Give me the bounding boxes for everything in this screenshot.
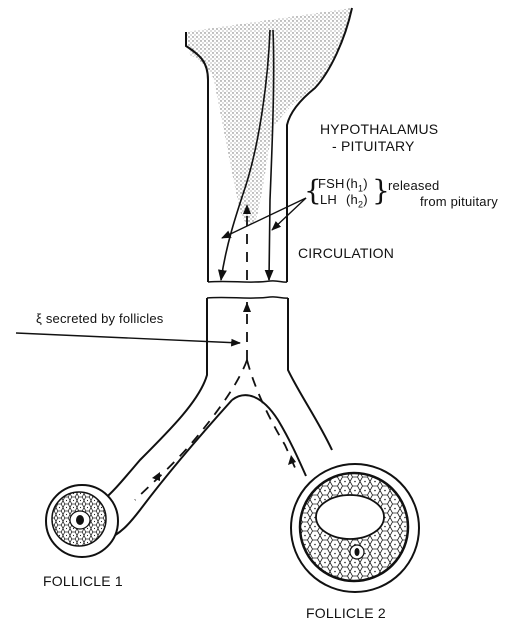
xi-arrowhead-lower	[243, 302, 251, 312]
label-released: released	[388, 179, 439, 193]
label-xi-secreted: ξ secreted by follicles	[36, 312, 163, 326]
stalk-left-wall	[186, 32, 208, 282]
label-circulation: CIRCULATION	[298, 246, 394, 260]
label-follicle-2: FOLLICLE 2	[306, 606, 386, 620]
hormone-label-group: { FSH LH (h1) (h2) } released from pitui…	[302, 174, 529, 214]
vessel-left-inner	[105, 400, 232, 540]
follicle-1	[46, 485, 118, 557]
xi-dashed-branch-left	[135, 360, 247, 500]
label-hypothalamus: HYPOTHALAMUS	[320, 122, 438, 136]
label-lh: LH	[320, 193, 337, 207]
xi-arrow-right-branch	[288, 455, 296, 465]
follicle-2	[291, 464, 419, 592]
lh-pointer	[272, 198, 306, 230]
vessel-right-outer	[288, 298, 332, 450]
xi-dashed-branch-right	[247, 360, 296, 470]
label-pituitary: - PITUITARY	[332, 139, 415, 153]
vessel-left-outer	[82, 298, 207, 505]
circulation-cut-top	[208, 281, 287, 282]
circulation-cut-bottom	[207, 297, 288, 298]
label-from-pituitary: from pituitary	[420, 195, 498, 209]
label-h2: (h2)	[346, 193, 368, 212]
label-follicle-1: FOLLICLE 1	[43, 574, 123, 588]
vessel-right-inner	[232, 395, 306, 476]
label-fsh: FSH	[318, 177, 345, 191]
